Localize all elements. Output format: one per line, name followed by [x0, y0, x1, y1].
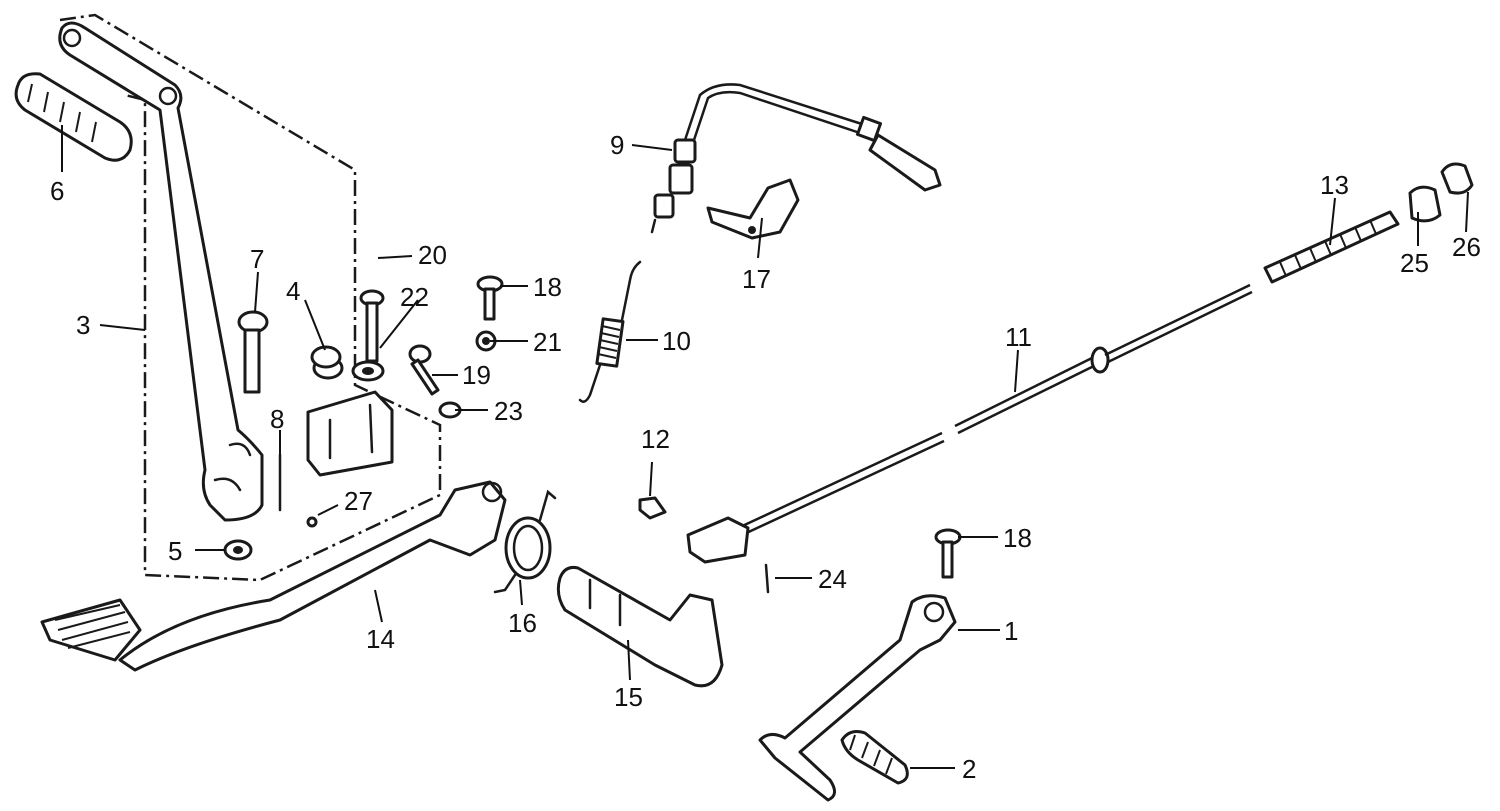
callout-5: 5 [168, 536, 182, 566]
part-9-cable [650, 83, 942, 234]
part-27-screw [306, 516, 318, 528]
callout-23: 23 [494, 396, 523, 426]
callout-14: 14 [366, 624, 395, 654]
part-16-spring [493, 489, 557, 594]
callout-4: 4 [286, 276, 300, 306]
part-14-brake-pedal [40, 480, 507, 672]
part-3-kick-arm [58, 21, 264, 522]
callout-15: 15 [614, 682, 643, 712]
part-12-clip [638, 496, 667, 520]
callout-24: 24 [818, 564, 847, 594]
callout-16: 16 [508, 608, 537, 638]
callout-11: 11 [1005, 322, 1032, 352]
callout-12: 12 [641, 424, 670, 454]
callout-20: 20 [418, 240, 447, 270]
callout-25: 25 [1400, 248, 1429, 278]
callout-27: 27 [344, 486, 373, 516]
part-15-shaft [556, 566, 724, 688]
part-21-nut [475, 330, 497, 352]
part-19-bolt [408, 344, 440, 396]
callout-19: 19 [462, 360, 491, 390]
callout-22: 22 [400, 282, 429, 312]
leader-lines [61, 125, 1469, 769]
callout-17: 17 [742, 264, 771, 294]
callout-26: 26 [1452, 232, 1481, 262]
callout-1: 1 [1004, 616, 1018, 646]
part-2-lever-rubber [840, 730, 909, 785]
assembly-dashed-outline [59, 13, 442, 582]
part-5-washer [223, 539, 253, 561]
callout-8: 8 [270, 404, 284, 434]
part-20-bolt [359, 289, 385, 363]
part-26-cap [1440, 162, 1474, 195]
part-25-collar [1408, 185, 1442, 223]
callout-2: 2 [962, 754, 976, 784]
callout-9: 9 [610, 130, 624, 160]
part-18-bolt-upper [476, 275, 504, 321]
part-17-bracket [706, 178, 800, 240]
callout-13: 13 [1320, 170, 1349, 200]
part-10-spring [578, 260, 642, 403]
part-13-spring [1263, 210, 1400, 284]
callout-6: 6 [50, 176, 64, 206]
mounting-block [306, 390, 394, 477]
callout-21: 21 [533, 327, 562, 357]
part-4-bushing [310, 345, 344, 380]
part-1-shift-lever [758, 594, 957, 802]
part-24-cotter-pin [764, 563, 770, 594]
callout-10: 10 [662, 326, 691, 356]
part-22-washer [351, 360, 385, 382]
callout-18-lower: 18 [1003, 523, 1032, 553]
part-6-grip [14, 72, 133, 162]
part-18-bolt-lower [934, 528, 962, 579]
callout-7: 7 [250, 244, 264, 274]
callout-3: 3 [76, 310, 90, 340]
callout-18-upper: 18 [533, 272, 562, 302]
part-11-rod [686, 283, 1253, 564]
callout-labels: 1 2 3 4 5 6 7 8 9 10 11 12 13 14 15 16 1… [50, 130, 1481, 784]
part-7-pin [237, 310, 269, 394]
